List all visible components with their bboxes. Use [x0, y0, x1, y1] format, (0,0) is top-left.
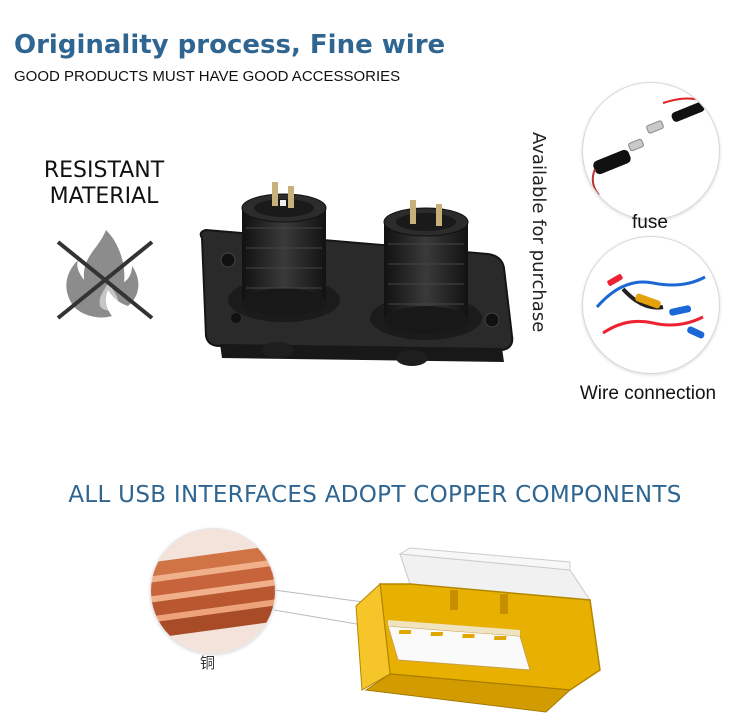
dual-socket-panel-image: [199, 182, 514, 366]
copper-sheets-thumbnail: [150, 528, 276, 654]
usb-connector-image: [273, 547, 601, 713]
wire-connector-icon: [595, 274, 706, 339]
resistant-line-2: MATERIAL: [49, 184, 159, 209]
wire-connection-label: Wire connection: [579, 383, 717, 404]
available-for-purchase-label: Available for purchase: [518, 132, 558, 347]
fuse-icon: [591, 97, 710, 196]
no-fire-icon: [56, 230, 154, 320]
copper-caption: 铜: [200, 655, 216, 672]
page-subtitle: GOOD PRODUCTS MUST HAVE GOOD ACCESSORIES: [14, 68, 401, 85]
copper-section-title: ALL USB INTERFACES ADOPT COPPER COMPONEN…: [68, 482, 682, 508]
resistant-material-label: RESISTANT MATERIAL: [30, 158, 178, 210]
wire-connection-thumbnail: [582, 236, 720, 374]
resistant-line-1: RESISTANT: [43, 158, 165, 183]
page-title: Originality process, Fine wire: [14, 30, 446, 60]
fuse-thumbnail: [582, 82, 720, 220]
fuse-label: fuse: [632, 212, 668, 233]
copper-sheets-icon: [151, 529, 275, 653]
available-for-purchase-text: Available for purchase: [528, 132, 549, 333]
